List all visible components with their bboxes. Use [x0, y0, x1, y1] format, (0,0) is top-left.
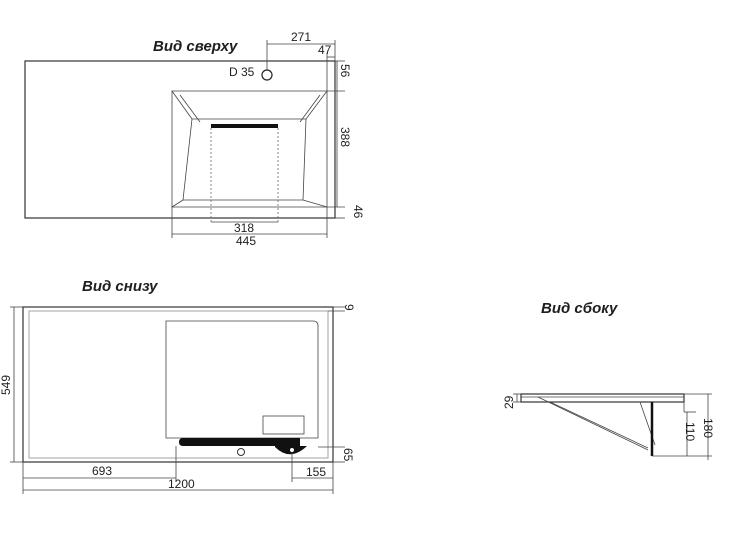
- bottom-overflow-box: [262, 415, 305, 435]
- bottom-drain-bar: [179, 438, 300, 446]
- side-view: Вид сбоку 29 110 180: [502, 300, 715, 460]
- bottom-basin-underside: [165, 320, 319, 439]
- dim-693: 693: [92, 464, 112, 478]
- bottom-inner-edge: [28, 310, 329, 459]
- dim-1200: 1200: [168, 477, 195, 491]
- top-drain-slot: [211, 124, 278, 128]
- dim-29: 29: [502, 395, 516, 409]
- dim-56: 56: [338, 64, 352, 78]
- dim-271: 271: [291, 30, 311, 44]
- dim-155: 155: [306, 465, 326, 479]
- bottom-view-title: Вид снизу: [82, 278, 158, 295]
- side-view-title: Вид сбоку: [541, 300, 618, 317]
- dim-549: 549: [0, 375, 13, 395]
- top-view-title: Вид сверху: [153, 38, 238, 55]
- dim-180: 180: [701, 418, 715, 438]
- bottom-countertop-outline: [22, 306, 334, 463]
- dim-46: 46: [351, 205, 365, 219]
- bottom-drain-dot: [290, 448, 294, 452]
- top-view: Вид сверху 271 47 D 35 56: [24, 30, 365, 248]
- top-basin-inner: [182, 118, 307, 201]
- top-countertop-outline: [24, 60, 336, 219]
- top-tap-hole: [261, 69, 273, 81]
- dim-hole-d35: D 35: [229, 65, 255, 79]
- bottom-tap-hole: [237, 448, 245, 456]
- side-basin-slope: [537, 396, 649, 451]
- bottom-view: Вид снизу 549 9 65 693 1: [0, 278, 356, 494]
- dim-318: 318: [234, 221, 254, 235]
- dim-445: 445: [236, 234, 256, 248]
- dim-388: 388: [338, 127, 352, 147]
- dim-9: 9: [342, 304, 356, 311]
- dim-47: 47: [318, 43, 332, 57]
- dim-65: 65: [341, 448, 355, 462]
- side-countertop: [520, 393, 685, 403]
- dim-110: 110: [683, 422, 697, 441]
